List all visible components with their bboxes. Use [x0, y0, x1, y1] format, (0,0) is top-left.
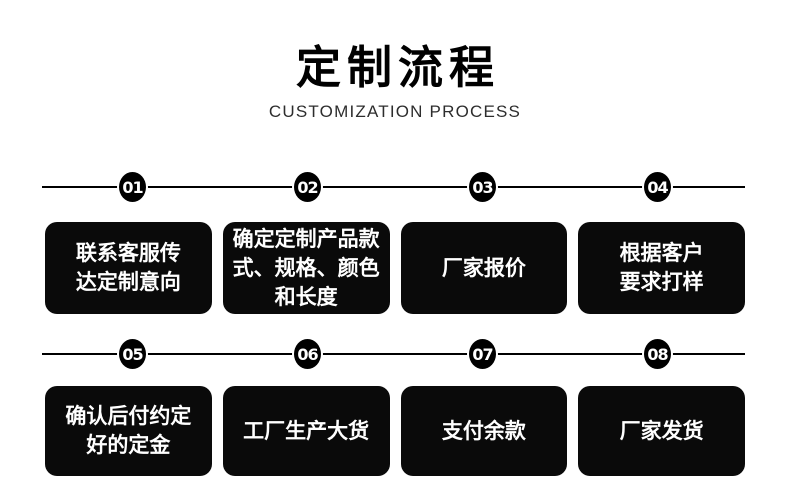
step-card: 确定定制产品款 式、规格、颜色 和长度	[222, 222, 390, 314]
timeline-cell: 02	[220, 172, 395, 202]
timeline-cell: 07	[395, 339, 570, 369]
step-card-label: 联系客服传 达定制意向	[75, 242, 181, 294]
timeline-cell: 04	[570, 172, 745, 202]
step-number-badge: 04	[644, 172, 671, 202]
process-row-2: 05 06 07 08 确认后付约定 好的定金 工厂生产大货 支付余款 厂家发货	[0, 339, 790, 476]
step-card: 厂家报价	[400, 222, 568, 314]
step-number-badge: 07	[469, 339, 496, 369]
step-card: 工厂生产大货	[222, 386, 390, 476]
timeline-line	[42, 186, 745, 188]
timeline: 05 06 07 08	[42, 339, 745, 369]
step-card-label: 确定定制产品款 式、规格、颜色 和长度	[232, 227, 380, 309]
page-subtitle: CUSTOMIZATION PROCESS	[268, 102, 522, 121]
step-card: 确认后付约定 好的定金	[45, 386, 212, 476]
step-card: 厂家发货	[578, 386, 745, 476]
step-number-badge: 05	[119, 339, 146, 369]
timeline-cell: 01	[45, 172, 220, 202]
step-card: 支付余款	[400, 386, 568, 476]
step-card: 联系客服传 达定制意向	[45, 222, 212, 314]
timeline-cell: 06	[220, 339, 395, 369]
step-number-badge: 01	[119, 172, 146, 202]
step-number-badge: 08	[644, 339, 671, 369]
step-number-badge: 02	[294, 172, 321, 202]
timeline: 01 02 03 04	[42, 172, 745, 202]
timeline-line	[42, 353, 745, 355]
step-cards: 确认后付约定 好的定金 工厂生产大货 支付余款 厂家发货	[45, 386, 745, 476]
step-card: 根据客户 要求打样	[578, 222, 745, 314]
step-card-label: 支付余款	[441, 419, 526, 443]
step-card-label: 确认后付约定 好的定金	[65, 405, 192, 457]
step-number-badge: 06	[294, 339, 321, 369]
step-card-label: 工厂生产大货	[243, 419, 370, 443]
timeline-cell: 08	[570, 339, 745, 369]
step-number-badge: 03	[469, 172, 496, 202]
step-card-label: 根据客户 要求打样	[619, 242, 704, 294]
step-cards: 联系客服传 达定制意向确定定制产品款 式、规格、颜色 和长度 厂家报价 根据客户 要…	[45, 222, 745, 314]
page-title: 定制流程	[295, 42, 500, 93]
timeline-cell: 03	[395, 172, 570, 202]
process-row-1: 01 02 03 04 联系客服传 达定制意向确定定制产品款 式、规格、颜色 和长度 厂家…	[0, 172, 790, 314]
timeline-cell: 05	[45, 339, 220, 369]
step-card-label: 厂家发货	[619, 419, 704, 443]
step-card-label: 厂家报价	[441, 256, 526, 280]
